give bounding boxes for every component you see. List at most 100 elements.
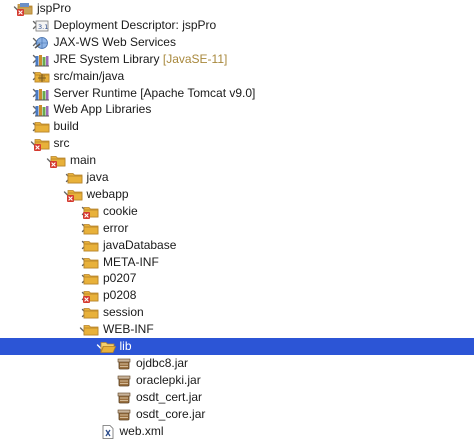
tree-row-osdt-cert[interactable]: osdt_cert.jar xyxy=(0,389,474,406)
tree-row-label: oraclepki.jar xyxy=(136,372,201,389)
tree-row-java[interactable]: java xyxy=(0,169,474,186)
tree-row-web-xml[interactable]: web.xml xyxy=(0,423,474,440)
tree-row-text: build xyxy=(53,119,79,134)
tree-row-label: Web App Libraries xyxy=(54,101,152,118)
tree-row-label: session xyxy=(103,304,144,321)
tree-row-main[interactable]: main xyxy=(0,152,474,169)
folder-icon xyxy=(67,170,83,185)
tree-row-javadatabase[interactable]: javaDatabase xyxy=(0,237,474,254)
folder-icon xyxy=(83,238,99,253)
web-services-icon xyxy=(34,35,50,50)
tree-row-label: WEB-INF xyxy=(103,321,154,338)
folder-icon xyxy=(83,322,99,337)
tree-row-error[interactable]: error xyxy=(0,220,474,237)
folder-error-icon xyxy=(83,288,99,304)
tree-row-jsppro[interactable]: jspPro xyxy=(0,0,474,17)
tree-row-label: p0208 xyxy=(103,287,136,304)
tree-row-label: lib xyxy=(120,338,132,355)
tree-row-label: Deployment Descriptor: jspPro xyxy=(54,17,217,34)
tree-row-label: java xyxy=(87,169,109,186)
folder-error-icon xyxy=(83,204,99,219)
tree-row-ojdbc8[interactable]: ojdbc8.jar xyxy=(0,355,474,372)
tree-row-label: META-INF xyxy=(103,254,159,271)
folder-open-icon xyxy=(99,339,116,354)
tree-row-text: webapp xyxy=(86,186,129,201)
tree-row-text: oraclepki.jar xyxy=(136,372,201,387)
folder-icon xyxy=(34,119,50,134)
tree-row-text: WEB-INF xyxy=(103,322,154,337)
tree-row-label: src/main/java xyxy=(54,68,125,85)
svg-text:3.1: 3.1 xyxy=(38,23,48,31)
tree-row-src[interactable]: src xyxy=(0,135,474,152)
tree-row-text: main xyxy=(70,153,97,168)
tree-row-text: java xyxy=(86,170,109,184)
tree-row-meta-inf[interactable]: META-INF xyxy=(0,254,474,271)
library-icon xyxy=(34,52,50,67)
tree-row-label: error xyxy=(103,220,128,237)
tree-row-text: src/main/java xyxy=(53,68,125,83)
jar-icon xyxy=(116,390,132,405)
tree-row-label: JAX-WS Web Services xyxy=(54,34,176,51)
tree-row-label: web.xml xyxy=(120,423,164,440)
tree-row-label: osdt_core.jar xyxy=(136,406,205,423)
tree-row-label: jspPro xyxy=(37,0,71,17)
tree-row-text: jspPro xyxy=(37,1,72,15)
tree-row-p0207[interactable]: p0207 xyxy=(0,270,474,287)
tree-row-text: JRE System Library xyxy=(53,51,160,66)
xml-file-icon xyxy=(100,424,116,439)
folder-icon xyxy=(83,305,99,320)
tree-row-text: error xyxy=(103,220,129,235)
folder-error-icon xyxy=(50,153,66,169)
tree-row-oraclepki[interactable]: oraclepki.jar xyxy=(0,372,474,389)
folder-icon xyxy=(83,221,99,236)
tree-row-text: session xyxy=(103,305,144,320)
tree-row-server-runtime[interactable]: Server Runtime [Apache Tomcat v9.0] xyxy=(0,85,474,102)
tree-row-label: build xyxy=(54,118,79,135)
tree-row-label: ojdbc8.jar xyxy=(136,355,188,372)
tree-row-text: p0208 xyxy=(103,288,137,303)
jar-icon xyxy=(116,356,132,371)
folder-icon xyxy=(83,271,99,286)
project-error-icon xyxy=(17,1,33,16)
tree-row-label: osdt_cert.jar xyxy=(136,389,202,406)
tree-row-text: cookie xyxy=(103,203,138,218)
tree-row-jre-system-library[interactable]: JRE System Library [JavaSE-11] xyxy=(0,51,474,68)
folder-error-icon xyxy=(66,187,83,202)
tree-row-session[interactable]: session xyxy=(0,304,474,321)
tree-row-text: lib xyxy=(119,339,132,353)
jar-icon xyxy=(116,407,132,422)
deployment-descriptor-icon: 3.1 xyxy=(34,18,50,33)
tree-row-build[interactable]: build xyxy=(0,118,474,135)
tree-row-label: javaDatabase xyxy=(103,237,176,254)
tree-row-web-app-libraries[interactable]: Web App Libraries xyxy=(0,101,474,118)
tree-row-src-main-java[interactable]: src/main/java xyxy=(0,68,474,85)
tree-row-jax-ws[interactable]: JAX-WS Web Services xyxy=(0,34,474,51)
tree-row-osdt-core[interactable]: osdt_core.jar xyxy=(0,406,474,423)
tree-row-deployment-descriptor[interactable]: 3.1 Deployment Descriptor: jspPro xyxy=(0,17,474,34)
tree-row-label: webapp xyxy=(87,186,129,203)
tree-row-text: ojdbc8.jar xyxy=(136,355,189,370)
folder-icon xyxy=(83,255,99,270)
tree-row-text: JAX-WS Web Services xyxy=(53,34,176,49)
tree-row-label: p0207 xyxy=(103,270,136,287)
tree-row-text: Web App Libraries xyxy=(53,102,152,117)
tree-row-text: javaDatabase xyxy=(103,237,177,252)
tree-row-web-inf[interactable]: WEB-INF xyxy=(0,321,474,338)
tree-row-p0208[interactable]: p0208 xyxy=(0,287,474,304)
tree-row-cookie[interactable]: cookie xyxy=(0,203,474,220)
library-icon xyxy=(34,86,50,101)
jar-icon xyxy=(116,373,132,388)
tree-row-label: src xyxy=(54,135,70,152)
tree-row-lib[interactable]: lib xyxy=(0,338,474,355)
tree-row-label: Server Runtime [Apache Tomcat v9.0] xyxy=(54,85,256,102)
tree-row-text: p0207 xyxy=(103,271,137,286)
tree-row-text: web.xml xyxy=(119,423,164,438)
source-folder-icon xyxy=(34,69,50,84)
tree-row-label: main xyxy=(70,152,96,169)
library-icon xyxy=(34,102,50,117)
tree-row-webapp[interactable]: webapp xyxy=(0,186,474,203)
tree-row-label: JRE System Library [JavaSE-11] xyxy=(54,51,228,68)
tree-row-text: osdt_core.jar xyxy=(136,406,206,421)
folder-error-icon xyxy=(33,136,50,152)
